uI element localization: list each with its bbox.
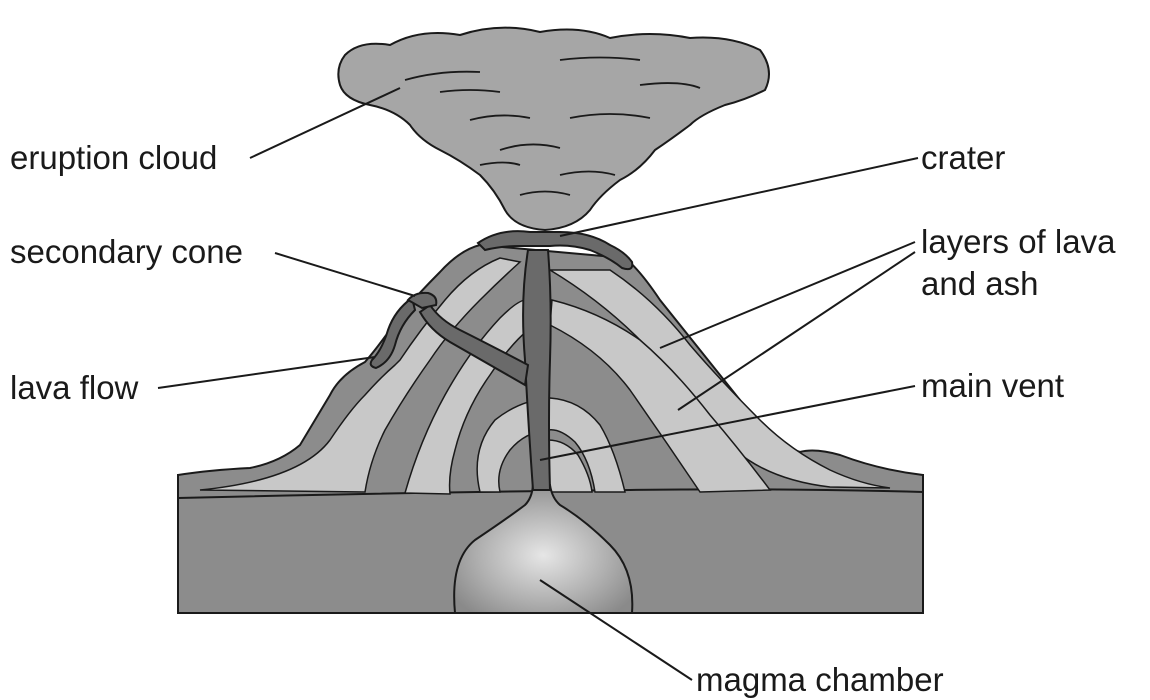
label-crater: crater — [921, 140, 1005, 176]
eruption-cloud-shape — [338, 28, 769, 230]
label-main-vent: main vent — [921, 368, 1064, 404]
label-layers-of-lava: layers of lava — [921, 224, 1115, 260]
leader-layers-2 — [678, 252, 915, 410]
label-lava-flow: lava flow — [10, 370, 138, 406]
label-secondary-cone: secondary cone — [10, 234, 243, 270]
leader-eruption-cloud — [250, 88, 400, 158]
label-eruption-cloud: eruption cloud — [10, 140, 217, 176]
leader-secondary-cone — [275, 253, 415, 296]
label-magma-chamber: magma chamber — [696, 662, 944, 698]
leader-layers-1 — [660, 242, 915, 348]
label-and-ash: and ash — [921, 266, 1038, 302]
